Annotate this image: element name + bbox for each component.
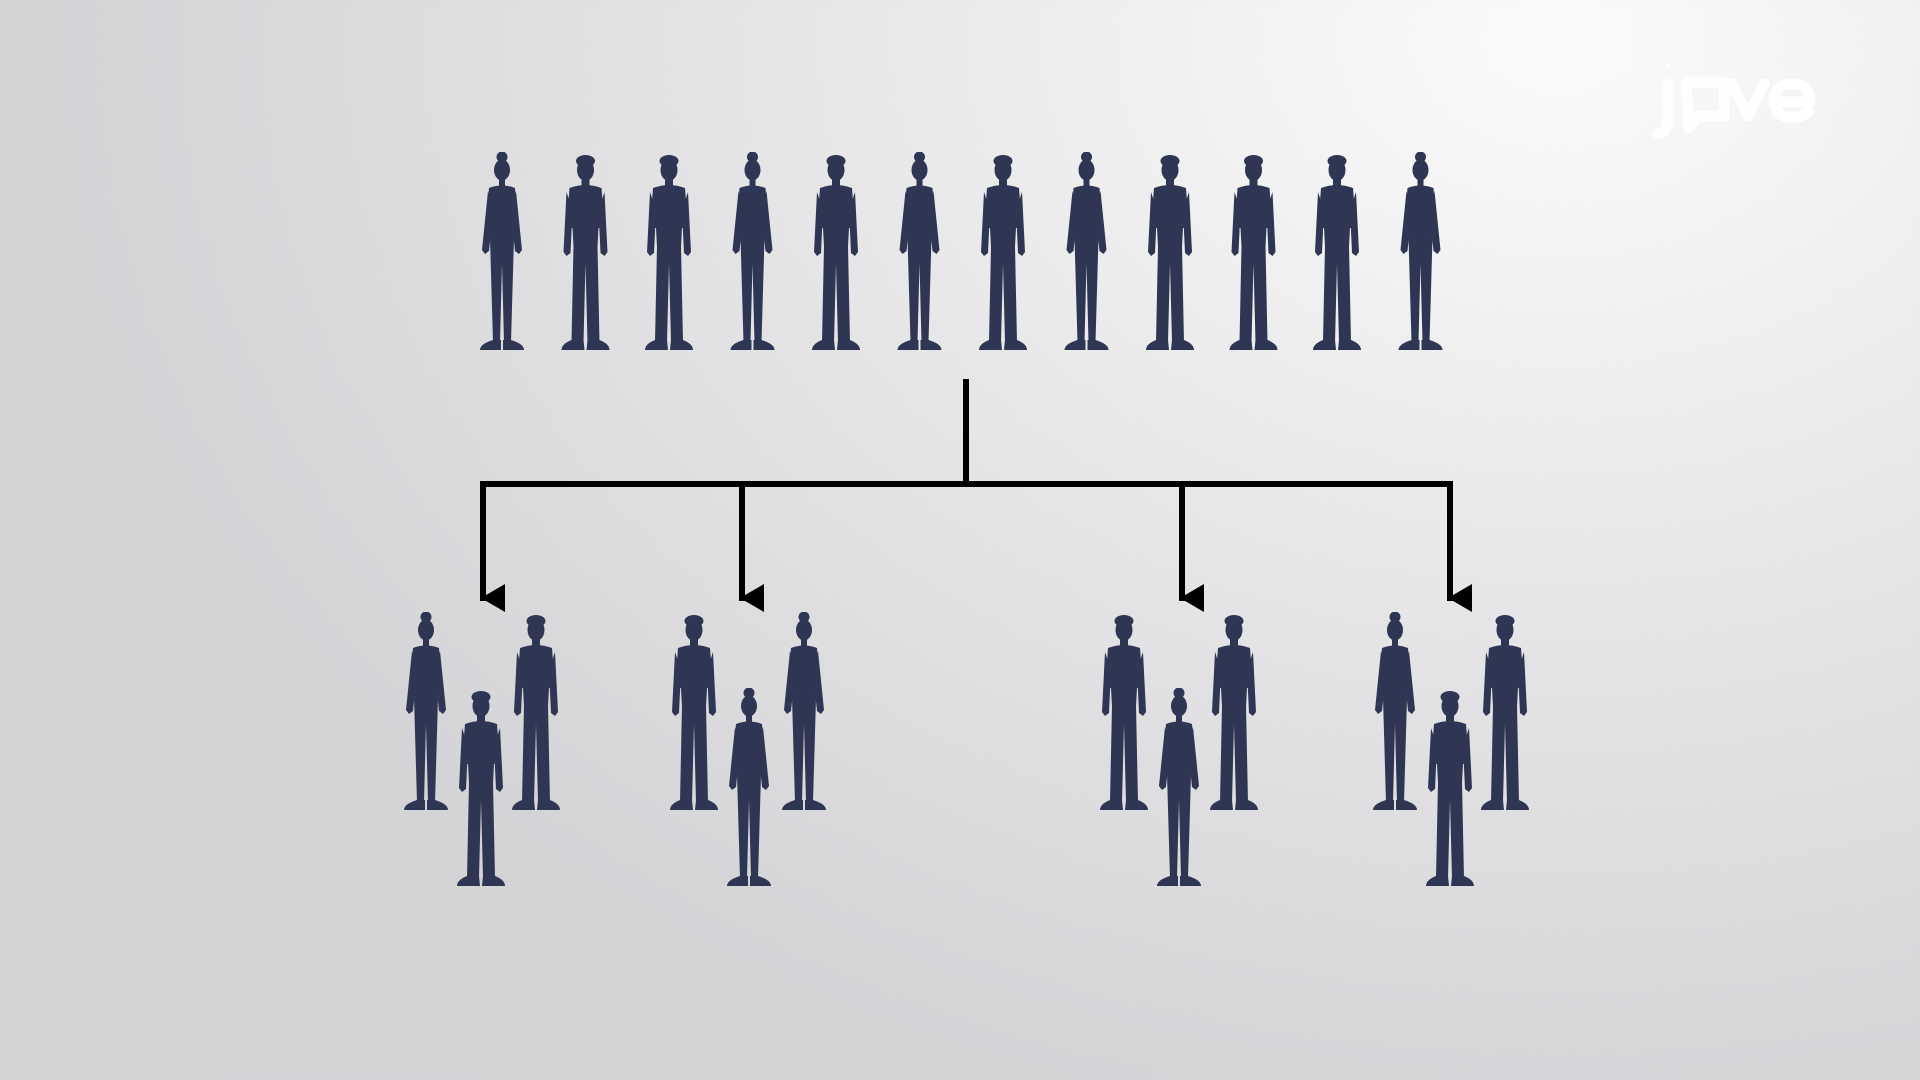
subgroups [404, 612, 1529, 886]
jove-logo-wordmark [1652, 63, 1816, 140]
person-male-icon [1210, 615, 1258, 810]
person-female-icon [480, 152, 524, 350]
person-male-icon [1481, 615, 1529, 810]
person-male-icon [1313, 155, 1361, 350]
group-4 [1373, 612, 1529, 886]
person-male-icon [512, 615, 560, 810]
group-1 [404, 612, 560, 886]
person-female-icon [727, 688, 771, 886]
person-female-icon [782, 612, 826, 810]
person-male-icon [1146, 155, 1194, 350]
population-row [480, 152, 1443, 350]
jove-logo [1652, 63, 1816, 140]
person-male-icon [1229, 155, 1278, 350]
group-2 [670, 612, 826, 886]
person-male-icon [979, 155, 1027, 350]
person-female-icon [1064, 152, 1109, 350]
person-male-icon [670, 615, 718, 810]
person-female-icon [404, 612, 448, 810]
person-male-icon [812, 155, 860, 350]
person-female-icon [1373, 612, 1417, 810]
person-male-icon [1100, 615, 1148, 810]
group-3 [1100, 615, 1258, 886]
person-female-icon [730, 152, 775, 350]
speech-bubble-icon [1680, 76, 1730, 134]
person-female-icon [1157, 688, 1201, 886]
person-male-icon [457, 691, 505, 886]
person-female-icon [897, 152, 942, 350]
person-male-icon [645, 155, 693, 350]
person-male-icon [561, 155, 610, 350]
person-male-icon [1426, 691, 1474, 886]
person-female-icon [1398, 152, 1443, 350]
split-connector [480, 379, 1472, 612]
